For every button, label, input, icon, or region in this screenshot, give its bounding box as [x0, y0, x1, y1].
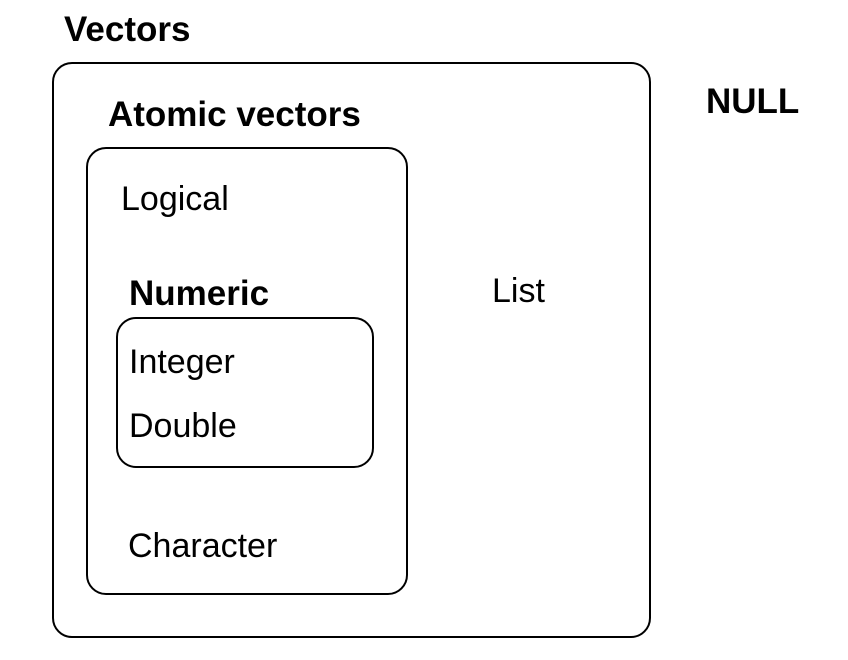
character-label: Character	[128, 527, 278, 565]
vectors-title: Vectors	[64, 10, 191, 49]
double-label: Double	[129, 407, 237, 445]
integer-label: Integer	[129, 343, 235, 381]
numeric-group-box	[116, 317, 374, 468]
atomic-vectors-title: Atomic vectors	[108, 95, 361, 134]
null-label: NULL	[706, 82, 800, 121]
numeric-title: Numeric	[129, 274, 270, 313]
list-label: List	[492, 272, 545, 310]
vectors-group-box	[52, 62, 651, 638]
logical-label: Logical	[121, 180, 229, 218]
atomic-vectors-group-box	[86, 147, 408, 595]
